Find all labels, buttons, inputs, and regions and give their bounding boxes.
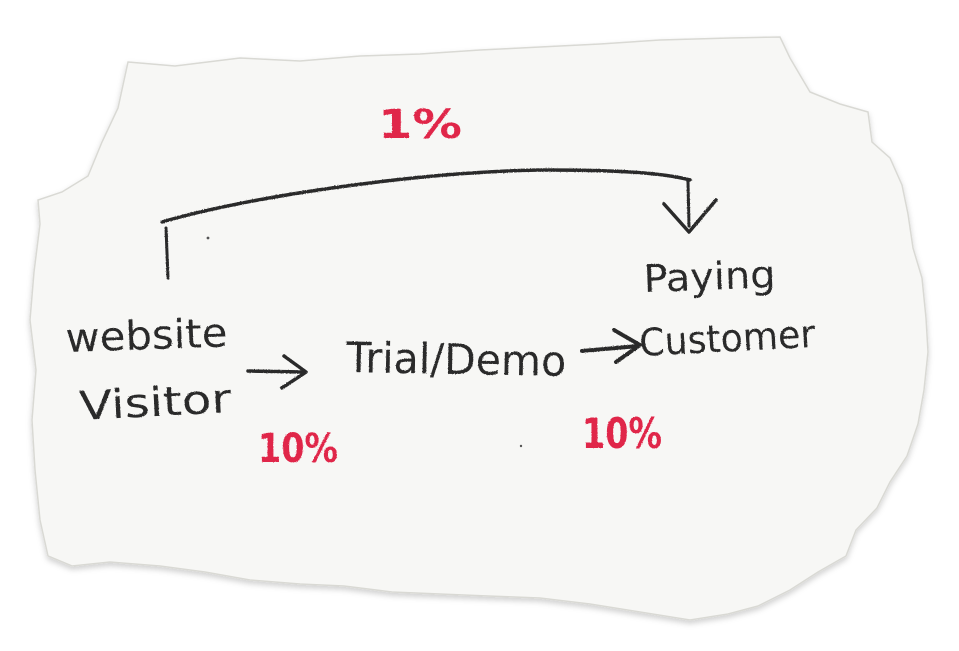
torn-paper xyxy=(29,36,929,621)
arc-arrow-curve xyxy=(160,168,692,224)
paper-speck xyxy=(206,236,210,240)
paper-specks xyxy=(206,236,523,448)
arrow-visitor-to-trial-shaft xyxy=(246,369,306,374)
node-trial-demo-label: Trial/Demo xyxy=(345,333,567,386)
arrow-trial-to-customer xyxy=(580,328,642,364)
conversion-rates: 1% 10% 10% xyxy=(258,102,662,472)
node-trial-demo: Trial/Demo xyxy=(345,333,567,386)
rate-trial-to-customer: 10% xyxy=(582,409,662,458)
arrow-visitor-to-trial-head xyxy=(280,354,308,390)
arrow-visitor-to-trial xyxy=(246,354,308,390)
paper-speck xyxy=(519,444,523,448)
arc-arrow-stem xyxy=(164,226,170,280)
arc-arrow-head xyxy=(662,198,718,234)
rate-visitor-to-trial: 10% xyxy=(258,426,338,472)
node-paying-customer-line2: Customer xyxy=(638,312,816,365)
arc-arrow-visitor-to-customer xyxy=(160,168,718,280)
arc-arrow-shaft xyxy=(686,180,691,228)
arrow-trial-to-customer-shaft xyxy=(580,344,640,353)
rate-visitor-to-customer: 1% xyxy=(378,102,462,148)
node-website-visitor: website Visitor xyxy=(65,310,233,430)
node-website-visitor-line2: Visitor xyxy=(78,376,233,430)
node-paying-customer-line1: Paying xyxy=(643,252,776,301)
node-paying-customer: Paying Customer xyxy=(638,252,816,365)
node-website-visitor-line1: website xyxy=(65,310,229,362)
arrow-trial-to-customer-head xyxy=(612,328,642,364)
